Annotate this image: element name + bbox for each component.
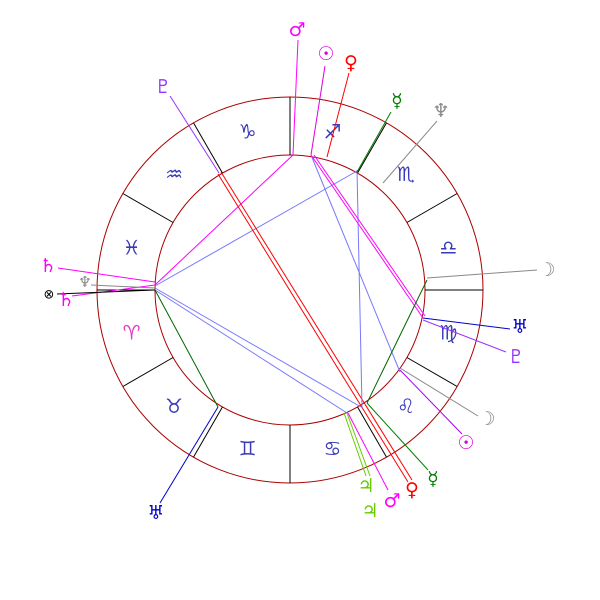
- sign-boundary-line: [406, 193, 458, 223]
- venus-icon: ♀: [344, 52, 358, 74]
- aspect-line: [154, 289, 219, 408]
- zodiac-sign-glyph: ♋︎: [323, 436, 341, 460]
- zodiac-sign-glyph: ♑︎: [239, 120, 257, 144]
- fortune-icon: ⊗: [44, 288, 55, 303]
- zodiac-sign-glyph: ♒︎: [165, 162, 183, 186]
- saturn-icon: ♄: [57, 289, 74, 311]
- zodiac-sign-glyph: ♈︎: [123, 320, 141, 344]
- saturn-left-line-2: [71, 284, 156, 297]
- zodiac-sign-glyph: ♐︎: [323, 120, 341, 144]
- neptune-top-line: [382, 120, 438, 184]
- neptune-icon: ♆: [432, 100, 449, 122]
- jupiter-icon: ♃: [357, 475, 374, 497]
- aspect-line: [154, 287, 362, 408]
- zodiac-sign-glyph: ♌︎: [397, 394, 415, 418]
- pluto-icon: ♇: [507, 346, 524, 368]
- aspect-line: [310, 154, 401, 373]
- venus-top-line: [326, 72, 350, 158]
- mars-icon: ♂: [288, 19, 305, 41]
- mars-icon: ♂: [383, 490, 400, 512]
- sign-boundary-line: [406, 357, 458, 387]
- neptune-left-line: [90, 284, 156, 289]
- saturn-icon: ♄: [39, 255, 56, 277]
- mercury-icon: ☿: [427, 468, 439, 490]
- sign-boundary-line: [357, 406, 387, 458]
- moon-icon: ☽: [538, 259, 555, 281]
- zodiac-sign-glyph: ♊︎: [239, 436, 257, 460]
- aspect-line: [310, 154, 424, 319]
- mercury-icon: ☿: [391, 90, 403, 112]
- jupiter-bottom-line: [343, 412, 367, 477]
- zodiac-sign-glyph: ♓︎: [123, 236, 141, 260]
- zodiac-sign-glyph: ♍︎: [439, 320, 457, 344]
- jupiter-icon: ♃: [361, 500, 378, 522]
- sign-boundary-line: [122, 357, 174, 387]
- mercury-top-line: [356, 111, 392, 173]
- sign-boundaries: [97, 97, 483, 483]
- pluto-right-line: [422, 319, 507, 353]
- aspect-line: [217, 173, 409, 483]
- aspect-line: [356, 169, 363, 408]
- mars-bottom-line: [347, 412, 389, 491]
- moon-icon: ☽: [478, 408, 495, 430]
- mercury-bottom-line: [366, 402, 429, 471]
- sun-icon: ☉: [317, 43, 334, 65]
- aspect-line: [220, 171, 413, 481]
- moon-lower-right-line: [399, 367, 479, 417]
- aspect-line: [366, 279, 428, 404]
- fortune-left-line: [56, 289, 156, 295]
- sun-top-line: [310, 65, 326, 156]
- moon-right-line: [426, 269, 538, 279]
- uranus-right-line: [422, 317, 511, 330]
- uranus-icon: ♅: [511, 316, 528, 338]
- sign-boundary-line: [357, 122, 387, 174]
- aspect-line: [154, 154, 294, 286]
- venus-icon: ♀: [405, 479, 419, 501]
- aspect-line: [399, 369, 463, 435]
- sign-boundary-line: [122, 193, 174, 223]
- sign-boundary-line: [193, 122, 223, 174]
- pluto-icon: ♇: [154, 76, 171, 98]
- aspect-line: [313, 154, 426, 317]
- pluto-top-left-line: [169, 95, 220, 174]
- planet-pointer-lines: [56, 39, 538, 504]
- jupiter-bottom-line-2: [346, 412, 371, 477]
- planet-glyphs: ♂ ☉ ♀ ☿ ♆ ☽ ♅ ♇ ☽ ☉ ♃ ♃ ♂ ♀ ☿ ♅ ♄ ⊗ ♄ ♆ …: [39, 19, 555, 524]
- zodiac-sign-glyph: ♉︎: [165, 394, 183, 418]
- uranus-icon: ♅: [147, 502, 164, 524]
- sign-boundary-line: [193, 406, 223, 458]
- uranus-bottom-left-line: [159, 406, 219, 504]
- saturn-left-line: [57, 267, 156, 283]
- neptune-icon: ♆: [78, 273, 91, 291]
- aspect-lines: [154, 154, 463, 483]
- mars-top-line: [292, 39, 299, 156]
- zodiac-sign-glyph: ♎︎: [439, 236, 457, 260]
- zodiac-sign-glyph: ♏︎: [397, 162, 415, 186]
- aspect-line: [154, 289, 348, 414]
- sun-icon: ☉: [457, 432, 474, 454]
- zodiac-signs: ♈︎ ♉︎ ♊︎ ♋︎ ♌︎ ♍︎ ♎︎ ♏︎ ♐︎ ♑︎ ♒︎ ♓︎: [123, 120, 458, 461]
